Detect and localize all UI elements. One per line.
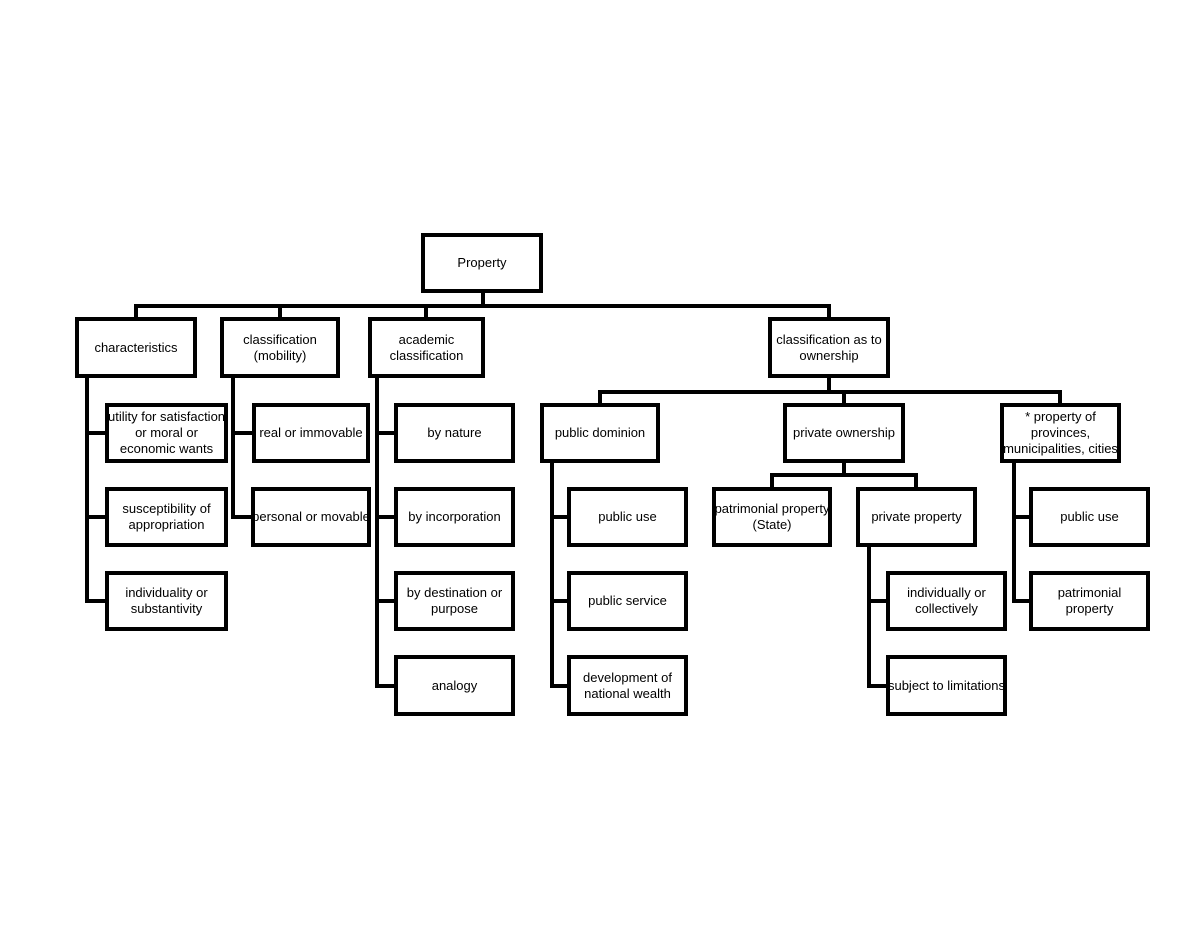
- edge-academic-elbow: [375, 378, 379, 688]
- edge-private-ownership-bar: [770, 473, 918, 477]
- node-by-nature-label: by nature: [427, 425, 482, 441]
- edge-characteristics-elbow: [85, 378, 89, 603]
- node-by-nature: by nature: [394, 403, 515, 463]
- node-pd-public-service-label: public service: [588, 593, 667, 609]
- edge-stub-pd-public-service: [550, 599, 567, 603]
- edge-stub-pd-development: [550, 684, 567, 688]
- node-academic-classification-label: academic classification: [389, 331, 464, 363]
- node-public-dominion-label: public dominion: [554, 425, 646, 441]
- node-personal-movable-label: personal or movable: [252, 509, 370, 525]
- edge-stub-analogy: [375, 684, 394, 688]
- edge-drop-patrimonial-state: [770, 477, 774, 487]
- node-pd-public-use: public use: [567, 487, 688, 547]
- edge-stub-by-nature: [375, 431, 394, 435]
- edge-stub-individually: [867, 599, 886, 603]
- node-analogy-label: analogy: [431, 677, 478, 693]
- node-by-destination-label: by destination or purpose: [406, 585, 503, 616]
- node-provinces-property: * property of provinces, municipalities,…: [1000, 403, 1121, 463]
- node-prov-public-use-label: public use: [1060, 509, 1119, 525]
- node-by-destination: by destination or purpose: [394, 571, 515, 631]
- node-private-ownership: private ownership: [783, 403, 905, 463]
- node-susceptibility-label: susceptibility of appropriation: [122, 501, 211, 532]
- node-characteristics: characteristics: [75, 317, 197, 378]
- node-individuality: individuality or substantivity: [105, 571, 228, 631]
- node-prov-patrimonial-label: patrimonial property: [1057, 585, 1122, 616]
- node-personal-movable: personal or movable: [251, 487, 371, 547]
- edge-stub-by-destination: [375, 599, 394, 603]
- node-by-incorporation: by incorporation: [394, 487, 515, 547]
- node-pd-public-service: public service: [567, 571, 688, 631]
- edge-drop-classification-mobility: [278, 308, 282, 317]
- edge-property-stem: [481, 293, 485, 308]
- node-by-incorporation-label: by incorporation: [408, 509, 501, 525]
- node-provinces-property-label: * property of provinces, municipalities,…: [1003, 409, 1118, 456]
- edge-provinces-elbow: [1012, 463, 1016, 603]
- edge-stub-utility: [85, 431, 105, 435]
- node-individually-collectively-label: individually or collectively: [907, 585, 986, 616]
- node-classification-mobility-label: classification (mobility): [243, 331, 317, 363]
- node-private-property: private property: [856, 487, 977, 547]
- node-patrimonial-state-label: patrimonial property (State): [714, 501, 830, 532]
- node-real-immovable-label: real or immovable: [259, 425, 363, 441]
- edge-level1-bar: [134, 304, 831, 308]
- node-pd-development-label: development of national wealth: [583, 669, 672, 701]
- edge-drop-private-property: [914, 477, 918, 487]
- node-private-property-label: private property: [871, 509, 962, 525]
- edge-stub-prov-patrimonial: [1012, 599, 1029, 603]
- edge-stub-personal-movable: [231, 515, 252, 519]
- node-individuality-label: individuality or substantivity: [125, 585, 208, 616]
- edge-stub-pd-public-use: [550, 515, 567, 519]
- node-prov-patrimonial: patrimonial property: [1029, 571, 1150, 631]
- node-private-ownership-label: private ownership: [793, 425, 895, 441]
- edge-drop-academic-classification: [424, 308, 428, 317]
- edge-stub-susceptibility: [85, 515, 105, 519]
- node-characteristics-label: characteristics: [94, 339, 178, 355]
- edge-drop-characteristics: [134, 308, 138, 317]
- edge-ownership-stem: [827, 378, 831, 394]
- node-patrimonial-state: patrimonial property (State): [712, 487, 832, 547]
- edge-drop-public-dominion: [598, 394, 602, 403]
- edge-drop-private-ownership: [842, 394, 846, 403]
- node-classification-ownership: classification as to ownership: [768, 317, 890, 378]
- node-property: Property: [421, 233, 543, 293]
- node-analogy: analogy: [394, 655, 515, 716]
- edge-mobility-elbow: [231, 378, 235, 519]
- node-public-dominion: public dominion: [540, 403, 660, 463]
- edge-private-ownership-stem: [842, 463, 846, 477]
- node-pd-public-use-label: public use: [598, 509, 657, 525]
- edge-stub-prov-public-use: [1012, 515, 1029, 519]
- node-classification-ownership-label: classification as to ownership: [776, 331, 882, 363]
- edge-private-property-elbow: [867, 547, 871, 688]
- edge-ownership-bar: [598, 390, 1062, 394]
- node-utility: utility for satisfaction or moral or eco…: [105, 403, 228, 463]
- node-individually-collectively: individually or collectively: [886, 571, 1007, 631]
- node-pd-development: development of national wealth: [567, 655, 688, 716]
- node-subject-limitations-label: subject to limitations: [887, 677, 1006, 693]
- edge-stub-real-immovable: [231, 431, 252, 435]
- node-prov-public-use: public use: [1029, 487, 1150, 547]
- node-subject-limitations: subject to limitations: [886, 655, 1007, 716]
- node-real-immovable: real or immovable: [252, 403, 370, 463]
- edge-stub-by-incorporation: [375, 515, 394, 519]
- edge-drop-provinces-property: [1058, 394, 1062, 403]
- node-utility-label: utility for satisfaction or moral or eco…: [107, 409, 226, 456]
- edge-public-dominion-elbow: [550, 463, 554, 688]
- node-susceptibility: susceptibility of appropriation: [105, 487, 228, 547]
- node-classification-mobility: classification (mobility): [220, 317, 340, 378]
- node-academic-classification: academic classification: [368, 317, 485, 378]
- edge-drop-classification-ownership: [827, 308, 831, 317]
- edge-stub-subject-limitations: [867, 684, 886, 688]
- node-property-label: Property: [457, 255, 507, 271]
- edge-stub-individuality: [85, 599, 105, 603]
